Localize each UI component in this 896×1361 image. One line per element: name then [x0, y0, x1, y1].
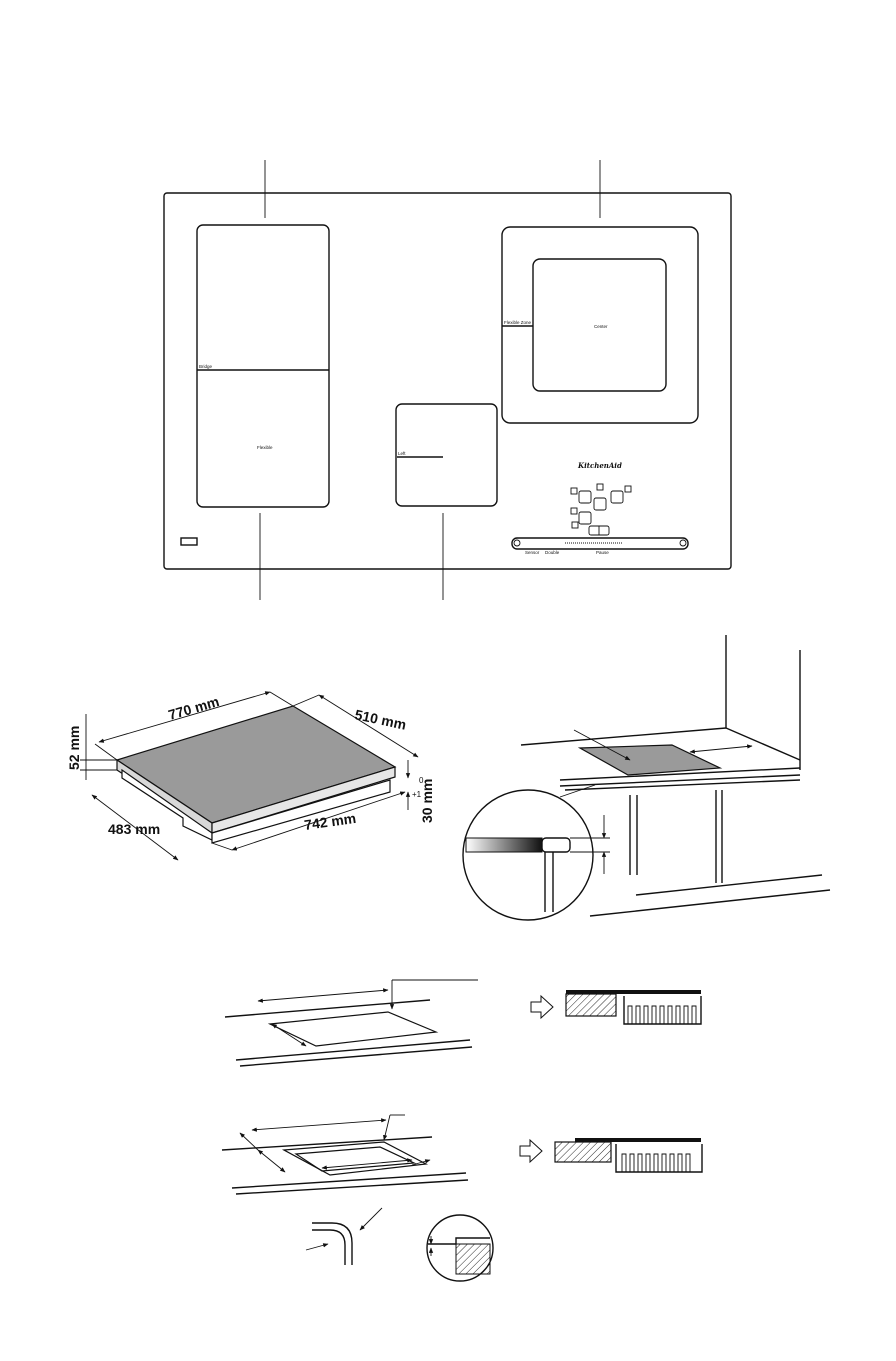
lock-icon[interactable] — [679, 539, 687, 547]
glass-top — [115, 705, 397, 824]
cut-depth-dimension-label: 483 mm — [108, 821, 160, 837]
flexible-zone-left — [196, 224, 330, 508]
zone-button[interactable] — [593, 497, 607, 511]
cut-width-dimension-label: 742 mm — [303, 810, 357, 833]
brand-logo: KitchenAid — [577, 461, 622, 470]
cutout-outline — [267, 1011, 439, 1047]
center-zone — [532, 258, 667, 392]
indicator-icon — [596, 483, 604, 491]
cooktop-top-view: Bridge Flexible Left Flexible Zone Cente… — [163, 160, 732, 600]
arrow-icon — [530, 994, 554, 1020]
zone-middle — [395, 403, 498, 507]
cut-depth-dimension-line — [91, 794, 179, 861]
kitchen-installation-view — [462, 635, 831, 921]
sensor-label: Sensor — [525, 550, 540, 555]
power-icon[interactable] — [513, 539, 521, 547]
control-buttons — [570, 483, 632, 536]
edge-detail-circle — [426, 1214, 494, 1282]
installed-cooktop — [577, 744, 723, 776]
depth-dimension-label: 510 mm — [353, 706, 407, 732]
rating-label-box — [180, 537, 198, 546]
slider-bar[interactable] — [511, 537, 689, 550]
flexible-label: Flexible — [257, 445, 273, 450]
depth-dimension-line — [318, 694, 419, 758]
cooktop-outline — [163, 192, 732, 570]
flexible-zone-right — [501, 226, 699, 424]
cooktop-section — [465, 837, 543, 853]
width-dimension-line — [98, 691, 271, 743]
indicator-icon — [570, 507, 578, 515]
flexible-zone-label: Flexible Zone — [504, 320, 532, 325]
zone-button[interactable] — [578, 490, 592, 504]
indicator-icon — [624, 485, 632, 493]
bridge-label: Bridge — [199, 364, 213, 369]
clearance-tolerance: +1 — [412, 790, 422, 799]
clearance-dimension-label: 30 mm — [419, 779, 435, 823]
arrow-icon — [519, 1138, 543, 1164]
cooktop-3d-dimension-view: 770 mm 510 mm 52 mm 483 mm 742 mm 30 mm … — [66, 691, 435, 861]
double-label: Double — [545, 550, 560, 555]
center-label: Center — [594, 324, 608, 329]
indicator-icon — [571, 521, 579, 529]
pause-label: Pause — [596, 550, 609, 555]
zone-button[interactable] — [610, 490, 624, 504]
detail-zoom-circle — [462, 789, 594, 921]
cutout-variant-2 — [221, 1114, 703, 1195]
left-label: Left — [398, 451, 406, 456]
cut-width-dimension-line — [231, 791, 406, 851]
clearance-superscript: 0 — [419, 776, 424, 785]
width-dimension-label: 770 mm — [166, 693, 221, 723]
cutout-variant-1 — [224, 979, 702, 1067]
corner-radius-detail — [305, 1207, 494, 1282]
zone-button[interactable] — [578, 511, 592, 525]
indicator-icon — [570, 487, 578, 495]
height-dimension-label: 52 mm — [66, 726, 82, 770]
